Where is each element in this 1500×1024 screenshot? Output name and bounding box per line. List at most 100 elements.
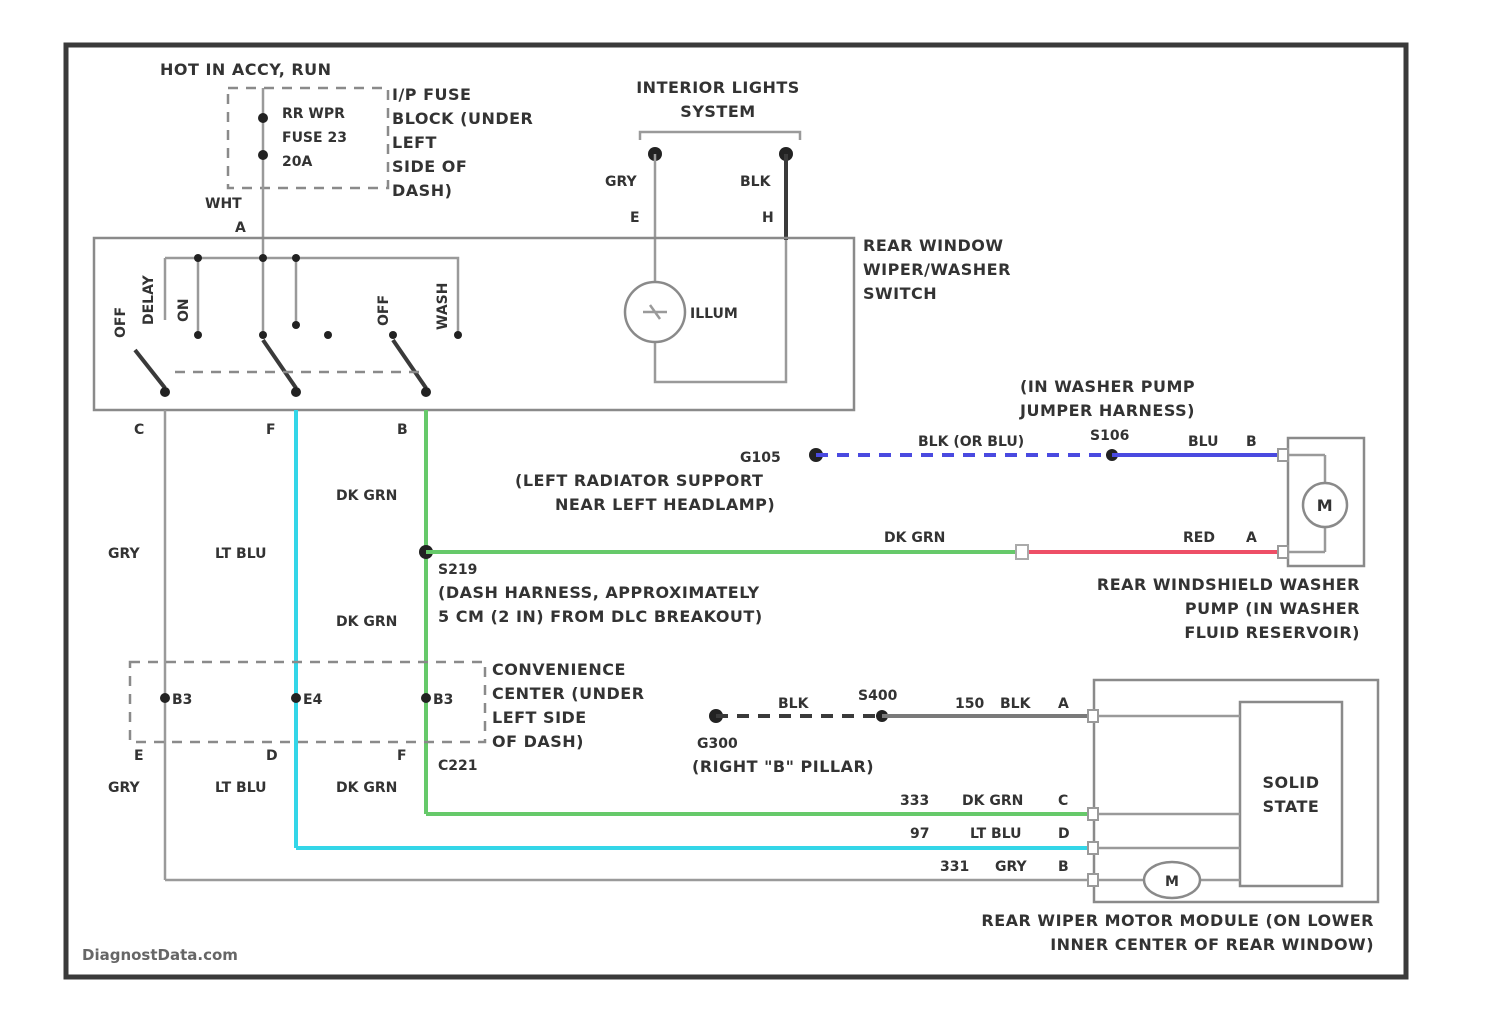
interior-lights-bracket [640,132,800,140]
svg-text:CENTER (UNDER: CENTER (UNDER [492,684,645,703]
ground-g105-id: G105 [740,450,781,466]
fuse-name: RR WPR [282,106,345,122]
cc-pin-e4: E4 [303,692,323,708]
svg-text:SIDE OF: SIDE OF [392,157,467,176]
svg-text:5 CM (2 IN) FROM DLC BREAKOUT): 5 CM (2 IN) FROM DLC BREAKOUT) [438,607,763,626]
switch-pin-f: F [266,422,276,438]
svg-text:FLUID RESERVOIR): FLUID RESERVOIR) [1184,623,1360,642]
svg-text:LEFT SIDE: LEFT SIDE [492,708,587,727]
wire-red-label: RED [1183,530,1215,546]
svg-text:(IN WASHER PUMP: (IN WASHER PUMP [1020,377,1195,396]
fuse-block-location: I/P FUSE BLOCK (UNDER LEFT SIDE OF DASH) [392,85,533,200]
cc-lower-pin-f: F [397,748,407,764]
pump-motor-label: M [1317,496,1333,515]
module-pin-a: A [1058,696,1069,712]
circuit-333-color: DK GRN [962,793,1023,809]
splice-s219-desc: (DASH HARNESS, APPROXIMATELY 5 CM (2 IN)… [438,583,763,626]
svg-text:JUMPER HARNESS): JUMPER HARNESS) [1019,401,1195,420]
svg-text:(LEFT RADIATOR SUPPORT: (LEFT RADIATOR SUPPORT [515,471,763,490]
switch-pin-b: B [397,422,408,438]
contact-2 [259,331,267,339]
wire-blu-label: BLU [1188,434,1218,450]
lights-pin-h: H [762,210,774,226]
wire-lt-blu-label: LT BLU [215,546,267,562]
svg-text:REAR WIPER MOTOR MODULE (ON LO: REAR WIPER MOTOR MODULE (ON LOWER [981,911,1374,930]
fuse-amperage: 20A [282,154,312,170]
circuit-97-color: LT BLU [970,826,1022,842]
pump-pin-a: A [1246,530,1257,546]
cc-pin-dot-2 [291,693,301,703]
lights-wire-blk-label: BLK [740,174,772,190]
switch-pivot-3 [421,387,431,397]
cc-pin-dot-3 [421,693,431,703]
hot-label: HOT IN ACCY, RUN [160,60,332,79]
svg-text:SWITCH: SWITCH [863,284,937,303]
switch-arm-1 [135,350,165,388]
ground-g105-desc: (LEFT RADIATOR SUPPORT NEAR LEFT HEADLAM… [515,471,775,514]
wire-dk-grn-pump-label: DK GRN [884,530,945,546]
motor-module-title: REAR WIPER MOTOR MODULE (ON LOWER INNER … [981,911,1374,954]
contact-off-2 [389,331,397,339]
bus-node-1 [194,254,202,262]
cc-pin-dot-1 [160,693,170,703]
switch-box [94,238,854,410]
washer-pump-title: REAR WINDSHIELD WASHER PUMP (IN WASHER F… [1097,575,1360,642]
fuse-terminal-top [258,113,268,123]
contact-4 [324,331,332,339]
circuit-97: 97 [910,826,929,842]
switch-title: REAR WINDOW WIPER/WASHER SWITCH [863,236,1011,303]
ground-g300-id: G300 [697,736,738,752]
splice-s106-label: S106 [1090,428,1129,444]
svg-text:SYSTEM: SYSTEM [680,102,755,121]
feed-wire-color: WHT [205,196,242,212]
fuse-terminal-bottom [258,150,268,160]
module-pin-b: B [1058,859,1069,875]
inline-connector [1016,545,1028,559]
wire-lt-blu-lower-label: LT BLU [215,780,267,796]
svg-text:NEAR LEFT HEADLAMP): NEAR LEFT HEADLAMP) [555,495,775,514]
contact-wash [454,331,462,339]
cc-pin-b3-1: B3 [172,692,192,708]
switch-pivot-1 [160,387,170,397]
circuit-331-color: GRY [995,859,1028,875]
svg-text:SOLID: SOLID [1262,773,1319,792]
module-pin-c: C [1058,793,1068,809]
contact-on [194,331,202,339]
module-pin-d: D [1058,826,1070,842]
solid-state-box [1240,702,1342,886]
cc-pin-b3-2: B3 [433,692,453,708]
svg-text:PUMP (IN WASHER: PUMP (IN WASHER [1185,599,1360,618]
splice-s400-label: S400 [858,688,898,704]
ground-g300-desc: (RIGHT "B" PILLAR) [692,757,874,776]
svg-text:INNER CENTER OF REAR WINDOW): INNER CENTER OF REAR WINDOW) [1050,935,1374,954]
solid-state-label: SOLID STATE [1262,773,1319,816]
interior-lights-title: INTERIOR LIGHTS SYSTEM [636,78,800,121]
svg-text:(DASH HARNESS, APPROXIMATELY: (DASH HARNESS, APPROXIMATELY [438,583,760,602]
fuse-number: FUSE 23 [282,130,347,146]
pump-pin-b: B [1246,434,1257,450]
wire-gry-lower-label: GRY [108,780,141,796]
lights-pin-e: E [630,210,640,226]
switch-pivot-2 [291,387,301,397]
illum-label: ILLUM [690,306,738,322]
connector-c221: C221 [438,758,478,774]
switch-arm-3 [393,340,426,388]
wire-blk-or-blu-label: BLK (OR BLU) [918,434,1024,450]
svg-text:CONVENIENCE: CONVENIENCE [492,660,626,679]
wire-gry-label: GRY [108,546,141,562]
svg-text:LEFT: LEFT [392,133,437,152]
lights-wire-gry-label: GRY [605,174,638,190]
cc-lower-pin-d: D [266,748,278,764]
svg-text:OF DASH): OF DASH) [492,732,584,751]
bus-node-2 [259,254,267,262]
svg-text:INTERIOR LIGHTS: INTERIOR LIGHTS [636,78,800,97]
position-off-2: OFF [376,295,392,326]
wire-dk-grn-lower-label: DK GRN [336,780,397,796]
svg-text:REAR WINDSHIELD WASHER: REAR WINDSHIELD WASHER [1097,575,1360,594]
switch-arm-2 [263,340,296,388]
contact-3 [292,321,300,329]
splice-s219-id: S219 [438,562,477,578]
wire-dk-grn-label-1: DK GRN [336,488,397,504]
svg-text:REAR WINDOW: REAR WINDOW [863,236,1004,255]
